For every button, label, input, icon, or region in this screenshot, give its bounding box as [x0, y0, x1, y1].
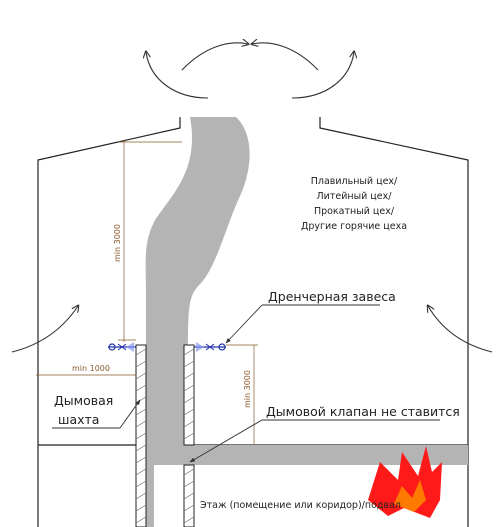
- drencher-label: Дренчерная завеса: [268, 289, 396, 304]
- workshop-label: Плавильный цех/ Литейный цех/ Прокатный …: [301, 176, 407, 232]
- airflow-arrow-icon: [11, 306, 493, 353]
- valve-label: Дымовой клапан не ставится: [266, 404, 460, 419]
- airflow-arrow-icon: [146, 43, 354, 99]
- shaft-label-line-1: Дымовая: [54, 393, 113, 408]
- dimension-height-side: [226, 344, 258, 445]
- fire-icon: [368, 446, 442, 518]
- callout-leaders: [52, 304, 440, 463]
- shaft-label-line-2: шахта: [58, 412, 99, 427]
- sprinkler-icon: [194, 342, 226, 352]
- workshop-line-1: Плавильный цех/: [311, 176, 398, 187]
- dimension-height-side-label: min 3000: [243, 370, 252, 408]
- shaft-walls: [135, 344, 195, 527]
- floor-label: Этаж (помещение или коридор)/подвал: [200, 500, 401, 511]
- dimension-width-label: min 1000: [72, 364, 110, 373]
- smoke-plume: [145, 117, 468, 527]
- workshop-line-4: Другие горячие цеха: [301, 221, 407, 232]
- workshop-line-2: Литейный цех/: [317, 191, 393, 202]
- sprinkler-icon: [108, 342, 136, 352]
- dimension-height-main-label: min 3000: [113, 224, 122, 262]
- dimension-height-main: [118, 140, 182, 342]
- workshop-line-3: Прокатный цех/: [314, 206, 395, 217]
